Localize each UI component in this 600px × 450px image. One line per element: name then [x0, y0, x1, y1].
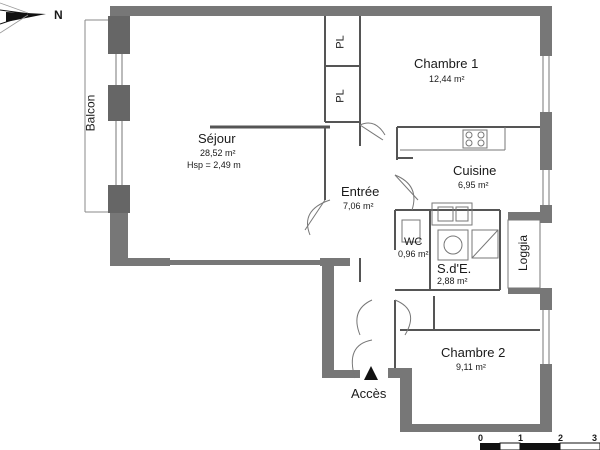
- room-name-chambre1: Chambre 1: [414, 56, 479, 71]
- room-name-chambre2: Chambre 2: [441, 345, 506, 360]
- room-height-sejour: Hsp = 2,49 m: [187, 160, 241, 170]
- balcony-label: Balcon: [83, 94, 98, 132]
- access-arrow-icon: [364, 366, 378, 380]
- closet-label-1: PL: [334, 35, 347, 49]
- closet-label-2: PL: [334, 89, 347, 103]
- room-area-sejour: 28,52 m²: [200, 148, 236, 158]
- balcony-outline: [84, 19, 110, 213]
- balcony-posts: [108, 16, 130, 213]
- scale-bar: [480, 442, 600, 450]
- room-name-cuisine: Cuisine: [453, 163, 497, 178]
- scale-tick-2: 2: [558, 433, 564, 443]
- access-label: Accès: [351, 386, 387, 401]
- room-area-chambre1: 12,44 m²: [429, 74, 465, 84]
- room-name-entree: Entrée: [341, 184, 380, 199]
- loggia-frame: [507, 219, 541, 289]
- north-label: N: [54, 8, 63, 22]
- room-area-entree: 7,06 m²: [343, 201, 374, 211]
- room-area-wc: 0,96 m²: [398, 249, 429, 259]
- door-swings: [304, 122, 419, 379]
- room-area-chambre2: 9,11 m²: [456, 362, 486, 372]
- loggia-label: Loggia: [516, 234, 531, 272]
- scale-tick-0: 0: [478, 433, 484, 443]
- room-area-sde: 2,88 m²: [437, 276, 468, 286]
- scale-tick-3: 3: [592, 433, 598, 443]
- room-area-cuisine: 6,95 m²: [458, 180, 489, 190]
- kitchen-fittings: [400, 127, 506, 261]
- room-name-sde: S.d'E.: [437, 261, 472, 276]
- north-arrow-icon: [0, 2, 46, 34]
- windows: [115, 54, 550, 364]
- scale-tick-1: 1: [518, 433, 524, 443]
- room-name-sejour: Séjour: [198, 131, 236, 146]
- room-name-wc: WC: [404, 236, 423, 248]
